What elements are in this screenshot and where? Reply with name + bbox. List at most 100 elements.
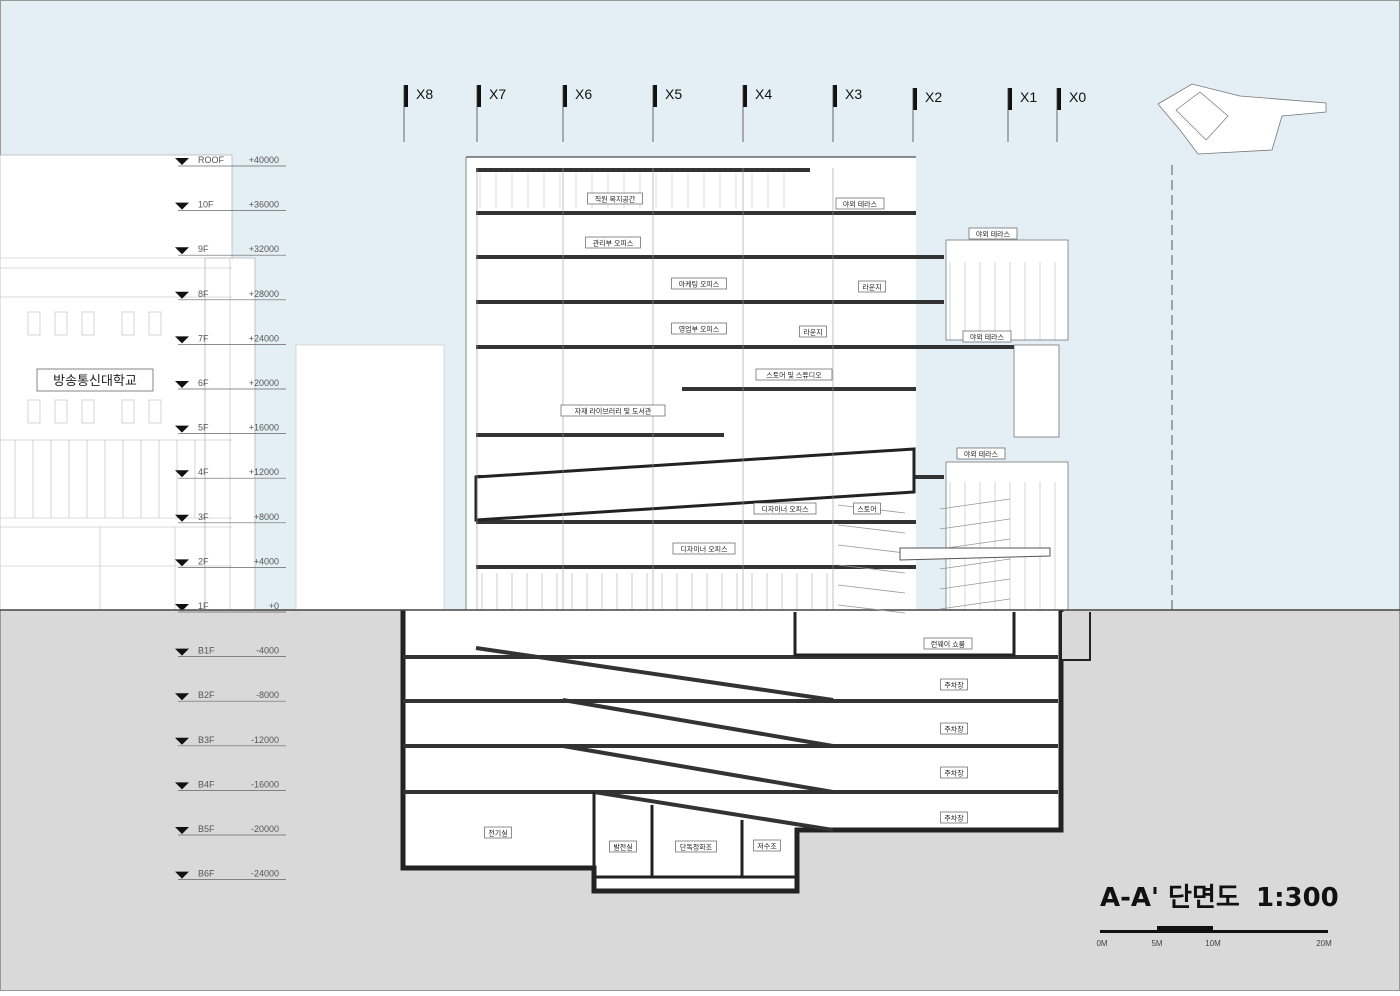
parking-ramp xyxy=(562,744,834,794)
room-label-text: 관리부 오피스 xyxy=(593,239,634,248)
level-triangle-icon xyxy=(175,604,189,611)
neighbor-window xyxy=(121,311,135,336)
room-label-text: 라운지 xyxy=(862,283,881,292)
level-triangle-icon xyxy=(175,247,189,255)
room-label-text: 단독정화조 xyxy=(680,843,713,852)
scale-bar-label: 20M xyxy=(1316,939,1332,948)
room-label: 주차장 xyxy=(940,766,968,779)
level-name: ROOF xyxy=(198,155,225,165)
level-triangle-icon xyxy=(175,514,189,522)
entrance-canopy xyxy=(899,547,1051,561)
neighbor-window xyxy=(121,399,135,424)
room-label: 야외 테라스 xyxy=(956,447,1006,460)
level-marker: B5F-20000 xyxy=(175,824,286,836)
level-marker: 9F+32000 xyxy=(175,244,286,256)
level-triangle-icon xyxy=(175,336,189,344)
parking-ramp xyxy=(593,790,834,832)
room-label-box xyxy=(585,236,641,249)
grid-tick xyxy=(404,85,408,107)
tower-volume xyxy=(466,157,916,610)
room-label: 마케팅 오피스 xyxy=(671,277,727,290)
room-label: 야외 테라스 xyxy=(835,197,885,210)
level-name: B4F xyxy=(198,779,215,789)
level-name: 2F xyxy=(198,556,209,566)
grid-tick xyxy=(1008,88,1012,110)
neighbor-window xyxy=(54,311,68,336)
east-balcony xyxy=(1013,344,1060,438)
stair-flight xyxy=(837,564,906,574)
drawing-scale: 1:300 xyxy=(1256,883,1339,913)
grid-label: X7 xyxy=(489,86,506,102)
level-elevation: +12000 xyxy=(249,467,279,477)
grid-marker: X1 xyxy=(1007,88,1037,142)
room-label: 관리부 오피스 xyxy=(585,236,641,249)
level-triangle-icon xyxy=(175,381,189,388)
room-label-text: 야외 테라스 xyxy=(976,230,1011,239)
neighbor-window xyxy=(81,311,95,336)
stair-flight xyxy=(939,538,1011,550)
level-elevation: +16000 xyxy=(249,423,279,433)
level-marker: 8F+28000 xyxy=(175,289,286,301)
sloped-ramp-box xyxy=(474,447,916,522)
level-marker: 3F+8000 xyxy=(175,512,286,524)
level-name: 8F xyxy=(198,289,209,299)
room-label-text: 스토어 xyxy=(857,505,876,514)
room-label-box xyxy=(753,502,817,515)
room-label: 런웨이 쇼룸 xyxy=(923,637,973,650)
level-triangle-icon xyxy=(175,559,189,567)
room-label-box xyxy=(968,227,1018,240)
level-name: 7F xyxy=(198,333,209,343)
level-triangle-icon xyxy=(175,871,189,879)
level-triangle-icon xyxy=(175,470,189,478)
grid-tick xyxy=(1057,88,1061,110)
level-elevation: -24000 xyxy=(251,869,279,879)
level-name: 9F xyxy=(198,244,209,254)
room-label-box xyxy=(940,766,968,779)
room-label: 자재 라이브러리 및 도서관 xyxy=(560,404,666,417)
stair-flight xyxy=(939,578,1011,590)
floor-slab xyxy=(476,168,810,172)
room-label: 디자이너 오피스 xyxy=(753,502,817,515)
room-label-text: 주차장 xyxy=(944,769,964,778)
room-label: 야외 테라스 xyxy=(962,330,1012,343)
grid-label: X0 xyxy=(1069,89,1086,105)
room-label: 발전실 xyxy=(609,840,637,853)
grid-marker: X7 xyxy=(476,85,506,142)
room-label: 직원 복지공간 xyxy=(587,192,643,205)
level-marker: B4F-16000 xyxy=(175,779,286,791)
level-triangle-icon xyxy=(175,648,189,656)
level-elevation: +20000 xyxy=(249,378,279,388)
basement-slab xyxy=(403,744,1058,748)
room-label-box xyxy=(675,840,717,853)
stair-flight xyxy=(837,544,906,554)
level-marker: B6F-24000 xyxy=(175,869,286,880)
room-label: 저수조 xyxy=(753,839,781,852)
floor-slab xyxy=(476,520,916,524)
grid-label: X6 xyxy=(575,86,592,102)
main-building-section xyxy=(0,156,1400,894)
level-elevation: +8000 xyxy=(254,512,279,522)
level-name: B1F xyxy=(198,646,215,656)
level-name: B2F xyxy=(198,690,215,700)
basement-slab xyxy=(403,699,1058,703)
room-label: 라운지 xyxy=(799,325,827,338)
room-label-text: 디자이너 오피스 xyxy=(761,505,809,514)
grid-label: X4 xyxy=(755,86,772,102)
level-marker: B3F-12000 xyxy=(175,735,286,747)
neighbor-window xyxy=(27,399,41,424)
floor-slab xyxy=(476,255,944,259)
level-marker: 6F+20000 xyxy=(175,378,286,390)
room-label-text: 저수조 xyxy=(757,842,777,851)
neighbor-window xyxy=(148,399,162,424)
basement-retaining-wall xyxy=(400,610,1064,894)
floor-slab xyxy=(476,300,944,304)
room-label-box xyxy=(835,197,885,210)
grid-tick xyxy=(563,85,567,107)
neighbor-window xyxy=(81,399,95,424)
room-label-text: 전기실 xyxy=(488,829,507,838)
scale-bar-segment xyxy=(1157,926,1213,930)
parking-ramp xyxy=(562,698,834,748)
room-label-box xyxy=(753,839,781,852)
stair-flight xyxy=(939,498,1011,510)
